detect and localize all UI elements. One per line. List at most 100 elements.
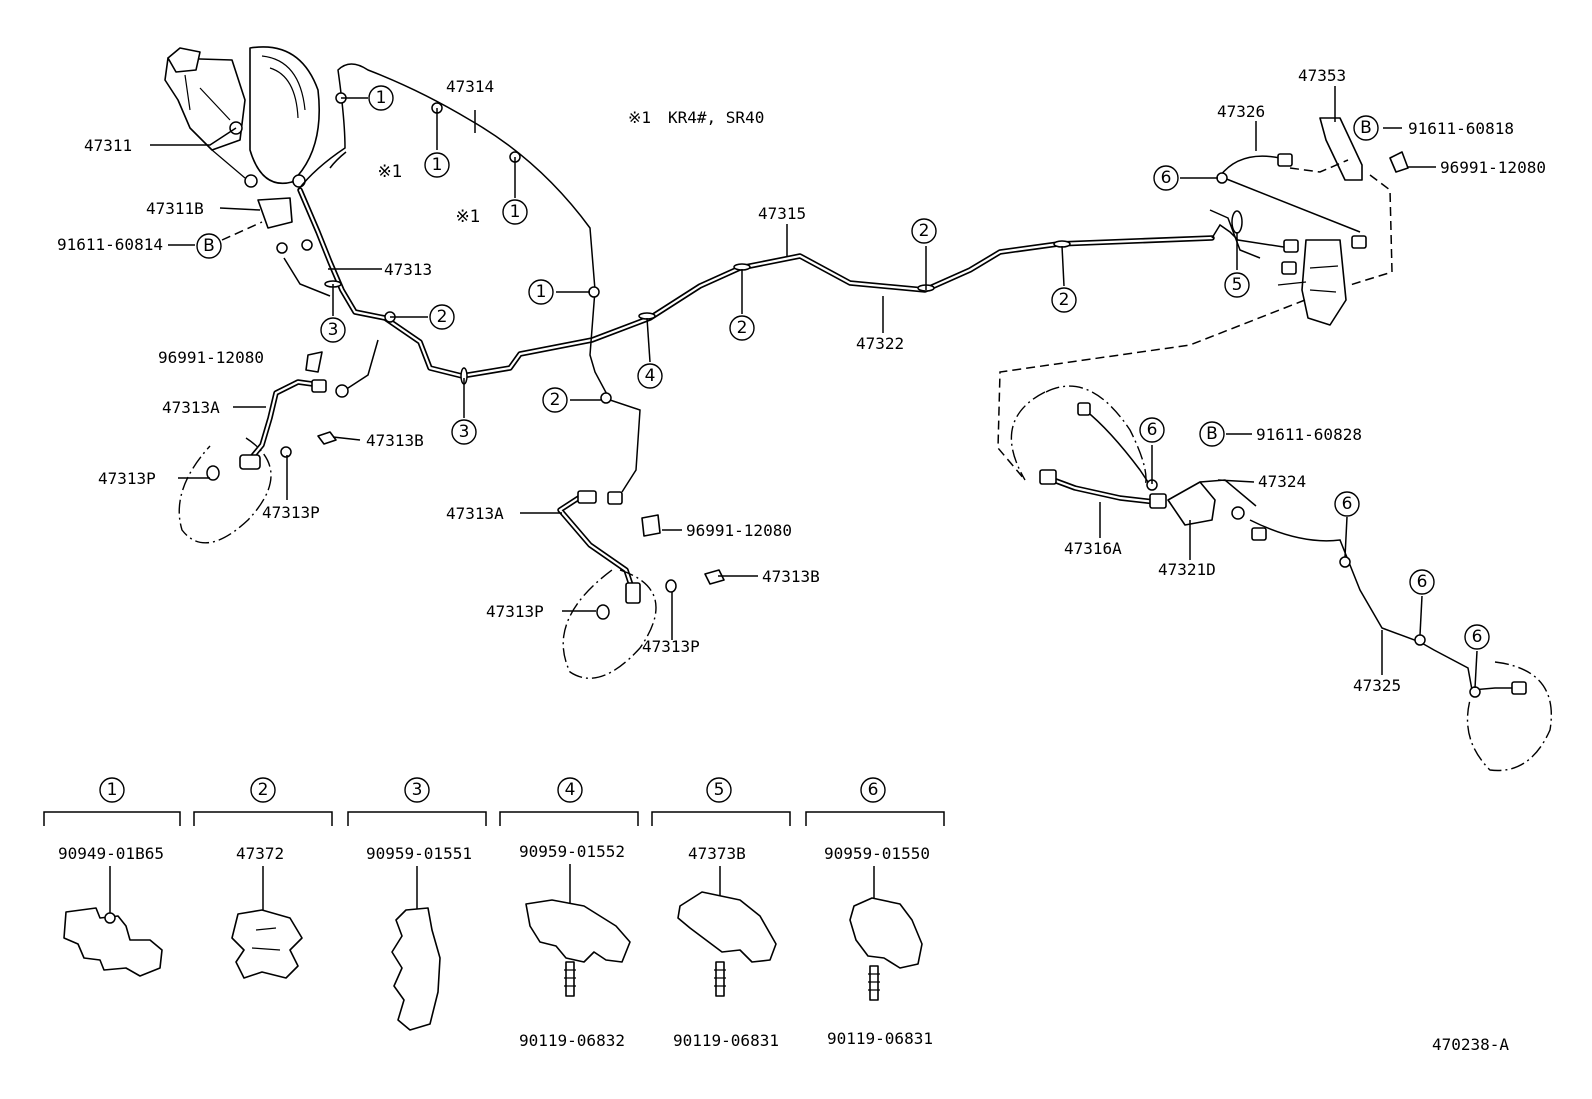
label-47353: 47353 xyxy=(1298,66,1346,85)
callout-5: 5 xyxy=(1224,272,1250,298)
callout-6: 6 xyxy=(1409,569,1435,595)
svg-text:6: 6 xyxy=(868,780,879,800)
label-47314: 47314 xyxy=(446,77,494,96)
callout-6: 6 xyxy=(1334,491,1360,517)
label-47316A: 47316A xyxy=(1064,539,1122,558)
clamp-part-6: 90959-01550 xyxy=(824,844,930,863)
svg-text:6: 6 xyxy=(1342,494,1353,514)
rear-lower-assembly xyxy=(1010,385,1552,772)
svg-text:B: B xyxy=(1206,424,1218,444)
label-47315: 47315 xyxy=(758,204,806,223)
clamp-part-5: 47373B xyxy=(688,844,746,863)
note-mark-ref: ※1 xyxy=(377,162,402,182)
clamp-part-2: 47372 xyxy=(236,844,284,863)
part-labels: 47314 47311 47311B 91611-60814 47313 969… xyxy=(57,66,1546,695)
svg-text:4: 4 xyxy=(565,780,576,800)
clamp-part-1: 90949-01B65 xyxy=(58,844,164,863)
clamp-column-5: 5 47373B 90119-06831 xyxy=(651,777,791,1050)
svg-text:3: 3 xyxy=(412,780,423,800)
callout-1: 1 xyxy=(502,199,528,225)
rear-lines xyxy=(997,117,1409,481)
callout-2: 2 xyxy=(911,218,937,244)
svg-text:5: 5 xyxy=(1232,275,1243,295)
label-47324: 47324 xyxy=(1258,472,1306,491)
svg-text:2: 2 xyxy=(1059,290,1070,310)
callouts: 1 ※1 1 ※1 1 1 3 2 3 2 4 2 2 2 6 5 6 6 6 … xyxy=(196,85,1490,650)
label-47313P-a2: 47313P xyxy=(262,503,320,522)
label-91611-60818: 91611-60818 xyxy=(1408,119,1514,138)
label-47313A-a: 47313A xyxy=(162,398,220,417)
label-47313B-a: 47313B xyxy=(366,431,424,450)
label-47313P-a1: 47313P xyxy=(98,469,156,488)
callout-6: 6 xyxy=(1139,417,1165,443)
clamp-column-3: 3 90959-01551 xyxy=(347,777,487,1031)
svg-text:B: B xyxy=(203,236,215,256)
callout-B: B xyxy=(196,233,222,259)
label-47313B-b: 47313B xyxy=(762,567,820,586)
svg-text:1: 1 xyxy=(107,780,118,800)
figure-id: 470238-A xyxy=(1432,1035,1509,1054)
label-47311: 47311 xyxy=(84,136,132,155)
clamp-column-6: 6 90959-01550 90119-06831 xyxy=(805,777,945,1048)
svg-text:1: 1 xyxy=(536,282,547,302)
svg-text:2: 2 xyxy=(437,307,448,327)
callout-3: 3 xyxy=(320,317,346,343)
svg-text:5: 5 xyxy=(714,780,725,800)
leader-lines xyxy=(150,86,1478,689)
note-mark: ※1 xyxy=(628,108,651,127)
callout-6: 6 xyxy=(1464,624,1490,650)
callout-B: B xyxy=(1353,115,1379,141)
svg-text:6: 6 xyxy=(1161,168,1172,188)
callout-2: 2 xyxy=(542,387,568,413)
svg-text:4: 4 xyxy=(645,366,656,386)
svg-text:3: 3 xyxy=(328,320,339,340)
callout-6: 6 xyxy=(1153,165,1179,191)
clamp-column-2: 2 47372 xyxy=(193,777,333,979)
svg-text:2: 2 xyxy=(258,780,269,800)
label-91611-60814: 91611-60814 xyxy=(57,235,163,254)
callout-2: 2 xyxy=(1051,287,1077,313)
label-47311B: 47311B xyxy=(146,199,204,218)
front-left-lines xyxy=(178,187,1215,544)
svg-text:B: B xyxy=(1360,118,1372,138)
clamp-column-4: 4 90959-01552 90119-06832 xyxy=(499,777,639,1050)
callout-4: 4 xyxy=(637,363,663,389)
svg-text:3: 3 xyxy=(459,422,470,442)
label-47313P-b2: 47313P xyxy=(642,637,700,656)
callout-3: 3 xyxy=(451,419,477,445)
label-96991-12080-c: 96991-12080 xyxy=(1440,158,1546,177)
svg-text:6: 6 xyxy=(1472,627,1483,647)
front-right-lines xyxy=(557,490,725,679)
master-cylinder xyxy=(164,46,321,254)
label-47313A-b: 47313A xyxy=(446,504,504,523)
svg-text:1: 1 xyxy=(432,155,443,175)
callout-2: 2 xyxy=(429,304,455,330)
callout-2: 2 xyxy=(729,315,755,341)
label-47325: 47325 xyxy=(1353,676,1401,695)
clamp-legend: 1 90949-01B65 2 47372 3 90959-01551 4 90… xyxy=(43,777,945,1050)
line-47314 xyxy=(297,63,641,493)
callout-1: 1 xyxy=(528,279,554,305)
callout-1: 1 xyxy=(424,152,450,178)
label-47313: 47313 xyxy=(384,260,432,279)
svg-text:1: 1 xyxy=(510,202,521,222)
svg-text:6: 6 xyxy=(1417,572,1428,592)
svg-text:6: 6 xyxy=(1147,420,1158,440)
clamp-bolt-6: 90119-06831 xyxy=(827,1029,933,1048)
label-47321D: 47321D xyxy=(1158,560,1216,579)
note-text: KR4#, SR40 xyxy=(668,108,764,127)
label-47322: 47322 xyxy=(856,334,904,353)
label-47313P-b1: 47313P xyxy=(486,602,544,621)
clamp-bolt-5: 90119-06831 xyxy=(673,1031,779,1050)
svg-text:2: 2 xyxy=(550,390,561,410)
callout-B: B xyxy=(1199,421,1225,447)
svg-text:1: 1 xyxy=(376,88,387,108)
svg-text:2: 2 xyxy=(737,318,748,338)
svg-text:2: 2 xyxy=(919,221,930,241)
clamp-part-4: 90959-01552 xyxy=(519,842,625,861)
note-mark-ref: ※1 xyxy=(455,207,480,227)
clamp-bolt-4: 90119-06832 xyxy=(519,1031,625,1050)
label-91611-60828: 91611-60828 xyxy=(1256,425,1362,444)
clamp-column-1: 1 90949-01B65 xyxy=(43,777,181,977)
